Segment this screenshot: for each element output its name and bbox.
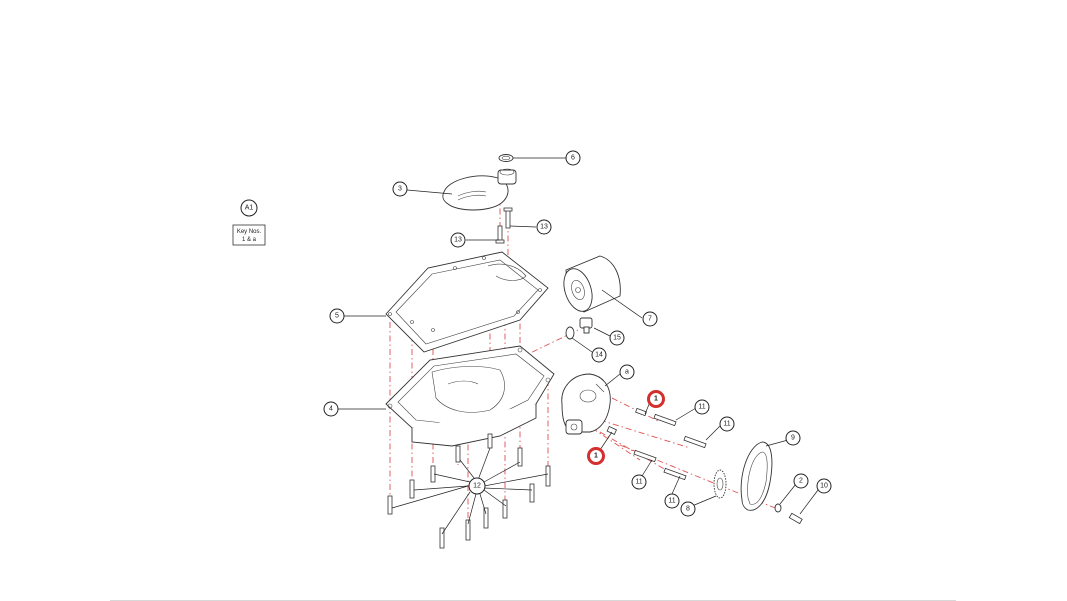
pump-bolt-11-d: [663, 467, 687, 481]
callout-2: 2: [793, 473, 809, 489]
callout-9: 9: [785, 430, 801, 446]
washer-2-part: [774, 503, 782, 513]
callout-3: 3: [392, 181, 408, 197]
svg-text:10: 10: [820, 483, 828, 490]
svg-text:5: 5: [335, 313, 339, 320]
svg-text:A1: A1: [245, 205, 254, 212]
pump-bolt-11-b: [683, 435, 707, 449]
svg-text:8: 8: [686, 506, 690, 513]
svg-text:3: 3: [398, 186, 402, 193]
pan-bolt-set: [387, 433, 551, 549]
svg-text:13: 13: [454, 237, 462, 244]
svg-text:13: 13: [540, 224, 548, 231]
svg-text:11: 11: [668, 498, 675, 505]
callout-11-a: 11: [694, 399, 710, 415]
o-ring-part: [498, 154, 514, 162]
callout-1-lower-highlighted: 1: [587, 447, 605, 465]
svg-text:11: 11: [723, 421, 730, 428]
bolt-13-upper: [503, 207, 513, 229]
callout-a: a: [619, 364, 635, 380]
oil-pan-part: [385, 345, 555, 447]
svg-text:15: 15: [613, 335, 621, 342]
pump-bolt-11-a: [653, 413, 677, 427]
svg-text:1: 1: [594, 453, 598, 460]
svg-text:14: 14: [595, 352, 603, 359]
svg-text:9: 9: [791, 435, 795, 442]
callout-7: 7: [642, 311, 658, 327]
svg-text:4: 4: [329, 406, 333, 413]
svg-text:a: a: [625, 369, 629, 376]
callout-14: 14: [591, 347, 607, 363]
sprocket-part: [713, 469, 727, 499]
oil-pump-part: [561, 373, 611, 435]
svg-text:Key Nos.: Key Nos.: [237, 229, 262, 235]
oil-strainer-part: [442, 168, 517, 211]
bolt-10-part: [788, 512, 803, 525]
drain-plug-15-part: [579, 317, 593, 334]
dowel-pin-lower: [606, 425, 618, 435]
drive-chain-part: [740, 441, 773, 511]
svg-text:1: 1: [654, 396, 658, 403]
callout-1-upper-highlighted: 1: [647, 390, 665, 408]
oil-filter-part: [563, 255, 621, 313]
svg-text:2: 2: [799, 478, 803, 485]
callout-10: 10: [816, 478, 832, 494]
callout-12: 12: [468, 477, 486, 495]
pan-gasket-part: [385, 251, 549, 353]
svg-text:1 & a: 1 & a: [242, 237, 257, 243]
figure-id-badge: A1: [240, 199, 258, 217]
svg-text:12: 12: [473, 483, 481, 490]
washer-14-part: [565, 326, 575, 340]
callout-11-b: 11: [719, 416, 735, 432]
svg-text:6: 6: [571, 155, 575, 162]
callout-5: 5: [329, 308, 345, 324]
callout-13-lower: 13: [450, 232, 466, 248]
svg-text:7: 7: [648, 316, 652, 323]
pump-bolt-11-c: [633, 449, 657, 463]
dowel-pin-upper: [635, 407, 647, 417]
callout-8: 8: [680, 501, 696, 517]
callout-6: 6: [565, 150, 581, 166]
callout-11-c: 11: [631, 474, 647, 490]
bolt-13-lower: [495, 225, 505, 244]
callout-15: 15: [609, 330, 625, 346]
svg-text:11: 11: [698, 404, 705, 411]
key-numbers-note: Key Nos. 1 & a: [232, 224, 266, 246]
callout-4: 4: [323, 401, 339, 417]
svg-text:11: 11: [635, 479, 642, 486]
callout-11-d: 11: [664, 493, 680, 509]
callout-13-upper: 13: [536, 219, 552, 235]
